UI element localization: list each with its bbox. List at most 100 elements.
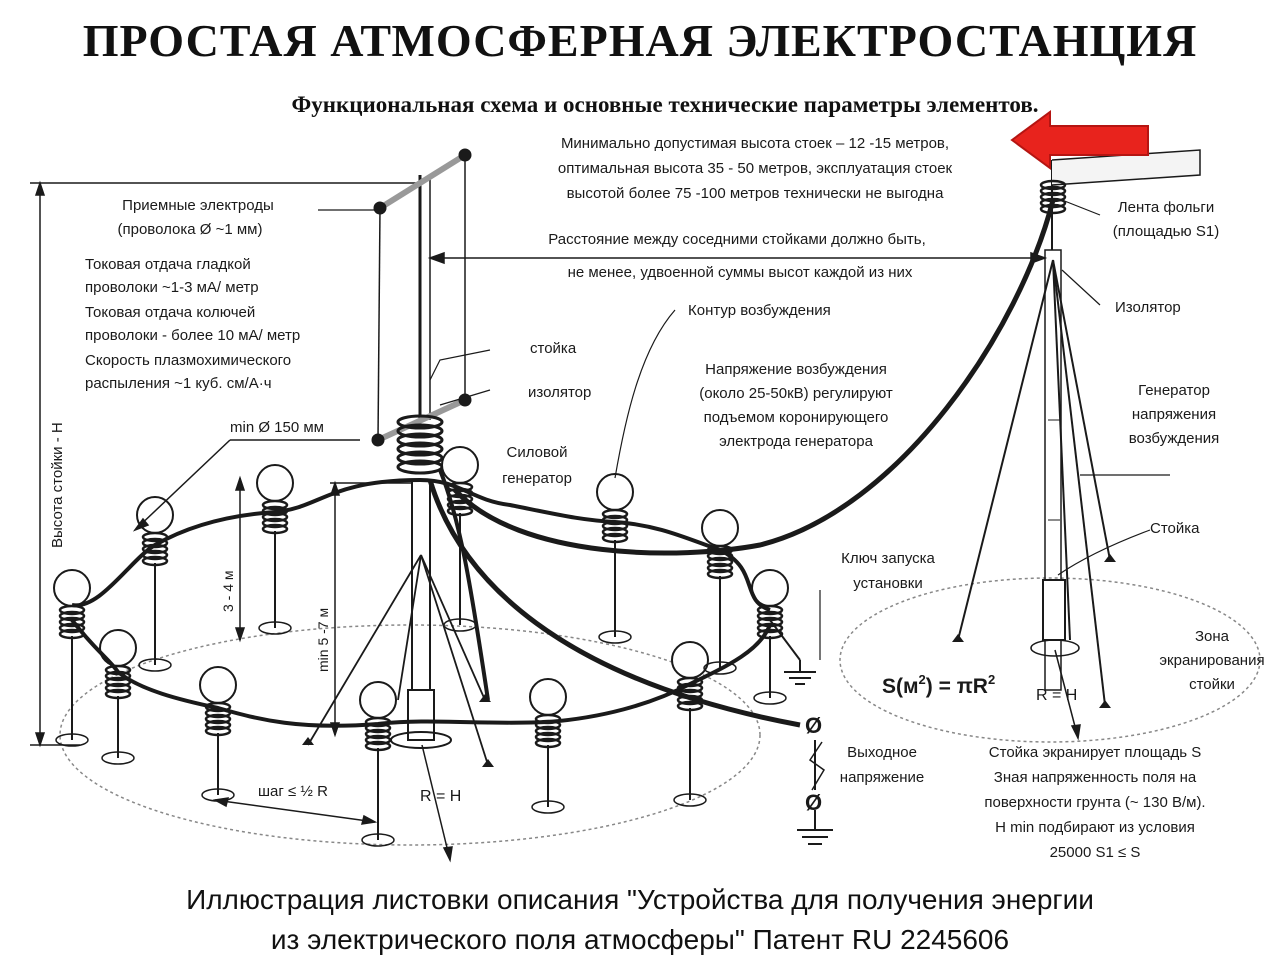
svg-text:Выходное: Выходное <box>847 744 917 761</box>
screening-note: Стойка экранирует площадь S Зная напряже… <box>984 744 1205 861</box>
radius-dimension <box>421 744 453 863</box>
svg-text:Стойка экранирует площадь S: Стойка экранирует площадь S <box>989 744 1201 761</box>
svg-text:Приемные электроды: Приемные электроды <box>122 197 274 214</box>
svg-text:Ключ запуска: Ключ запуска <box>841 550 935 567</box>
svg-text:Силовой: Силовой <box>507 444 568 461</box>
svg-text:стойки: стойки <box>1189 676 1235 693</box>
svg-text:(проволока Ø ~1 мм): (проволока Ø ~1 мм) <box>117 221 262 238</box>
excitation-voltage-label: Напряжение возбуждения (около 25-50кВ) р… <box>699 361 893 450</box>
red-arrow-icon <box>1010 110 1149 170</box>
post-right-label: Стойка <box>1150 520 1200 537</box>
electrode <box>671 641 709 807</box>
step-dimension <box>212 797 378 825</box>
area-formula: S(м2) = πR2 <box>882 672 995 698</box>
start-switch <box>769 619 816 685</box>
page-title: ПРОСТАЯ АТМОСФЕРНАЯ ЭЛЕКТРОСТАНЦИЯ <box>82 15 1198 66</box>
svg-text:установки: установки <box>853 575 922 592</box>
current-output-label: Токовая отдача гладкой проволоки ~1-3 мА… <box>85 256 300 392</box>
svg-text:не менее, удвоенной суммы высо: не менее, удвоенной суммы высот каждой и… <box>568 264 913 281</box>
ball-electrodes <box>53 446 789 847</box>
r-equals-h-right-label: R = H <box>1036 687 1077 704</box>
svg-text:Токовая отдача гладкой: Токовая отдача гладкой <box>85 256 251 273</box>
svg-text:Лента фольги: Лента фольги <box>1118 199 1214 216</box>
svg-text:проволоки ~1-3 мА/ метр: проволоки ~1-3 мА/ метр <box>85 279 259 296</box>
receiving-wire-lower <box>70 618 772 728</box>
svg-text:напряжение: напряжение <box>840 769 924 786</box>
screening-zone-ellipse <box>839 577 1261 743</box>
svg-text:оптимальная высота 35 - 50 мет: оптимальная высота 35 - 50 метров, экспл… <box>558 160 953 177</box>
screening-zone-label: Зона экранирования стойки <box>1159 628 1264 693</box>
svg-text:проволоки - более 10 мА/ метр: проволоки - более 10 мА/ метр <box>85 327 300 344</box>
post-height-dimension <box>30 180 420 748</box>
output-voltage-label: Выходное напряжение <box>840 744 924 786</box>
page-subtitle: Функциональная схема и основные техничес… <box>291 92 1039 117</box>
start-key-label: Ключ запуска установки <box>841 550 935 592</box>
dimension-3-4m <box>234 475 246 643</box>
r-equals-h-bottom-label: R = H <box>420 788 461 805</box>
dimension-min-5-7m <box>329 480 412 738</box>
right-post <box>1030 149 1201 691</box>
svg-text:H min подбирают из условия: H min подбирают из условия <box>995 819 1195 836</box>
svg-text:(площадью S1): (площадью S1) <box>1113 223 1219 240</box>
diagram: Ø Ø Минимально допустимая высота стоек –… <box>30 110 1265 863</box>
svg-text:экранирования: экранирования <box>1159 652 1264 669</box>
svg-text:Напряжение возбуждения: Напряжение возбуждения <box>705 361 887 378</box>
post-height-label: Высота стойки - H <box>49 422 66 548</box>
svg-text:генератор: генератор <box>502 470 572 487</box>
svg-text:Минимально допустимая высота с: Минимально допустимая высота стоек – 12 … <box>561 135 949 152</box>
step-label: шаг ≤ ½ R <box>258 783 328 800</box>
guy-wires-central <box>307 554 489 766</box>
foil-tape-label: Лента фольги (площадью S1) <box>1113 199 1219 240</box>
height-note: Минимально допустимая высота стоек – 12 … <box>558 135 953 202</box>
svg-text:25000 S1 ≤ S: 25000 S1 ≤ S <box>1050 844 1141 861</box>
radius-dimension-right <box>1054 649 1081 741</box>
svg-text:высотой более 75 -100 метров т: высотой более 75 -100 метров технически … <box>567 185 944 202</box>
distance-note: Расстояние между соседними стойками долж… <box>548 231 926 281</box>
svg-text:(около 25-50кВ) регулируют: (около 25-50кВ) регулируют <box>699 385 893 402</box>
svg-text:напряжения: напряжения <box>1132 406 1216 423</box>
insulator-right-label: Изолятор <box>1115 299 1181 316</box>
power-cable <box>427 479 801 728</box>
leader-lines <box>318 199 1170 660</box>
guy-wires-right <box>957 259 1111 706</box>
svg-text:электрода генератора: электрода генератора <box>719 433 873 450</box>
electrode <box>99 629 137 765</box>
svg-text:Зная напряженность поля на: Зная напряженность поля на <box>994 769 1197 786</box>
svg-text:поверхности грунта (~ 130 В/м): поверхности грунта (~ 130 В/м). <box>984 794 1205 811</box>
central-post <box>371 148 472 749</box>
electrode <box>596 473 634 644</box>
distance-arrow <box>427 251 1048 265</box>
svg-text:Генератор: Генератор <box>1138 382 1210 399</box>
post-label: стойка <box>530 340 577 357</box>
caption-line-1: Иллюстрация листовки описания "Устройств… <box>186 884 1094 915</box>
guy-anchors-right <box>952 554 1116 708</box>
svg-text:Токовая отдача колючей: Токовая отдача колючей <box>85 304 255 321</box>
svg-text:возбуждения: возбуждения <box>1129 430 1220 447</box>
electrode <box>701 509 739 675</box>
caption-line-2: из электрического поля атмосферы" Патент… <box>270 924 1010 955</box>
min-height-label: min 5 -7 м <box>315 608 331 672</box>
electrode <box>199 666 237 802</box>
insulator-label: изолятор <box>528 384 591 401</box>
electrode <box>53 569 91 747</box>
electrode <box>359 681 397 847</box>
diameter-pointer <box>132 439 360 532</box>
min-diameter-label: min Ø 150 мм <box>230 419 324 436</box>
svg-text:Скорость плазмохимического: Скорость плазмохимического <box>85 352 291 369</box>
excitation-cable <box>453 199 1056 556</box>
excitation-circuit-label: Контур возбуждения <box>688 302 831 319</box>
receiving-wire-upper <box>71 477 771 612</box>
electrode <box>529 678 567 814</box>
svg-text:Расстояние между соседними сто: Расстояние между соседними стойками долж… <box>548 231 926 248</box>
svg-text:подъемом коронирующего: подъемом коронирующего <box>704 409 889 426</box>
svg-text:Зона: Зона <box>1195 628 1230 645</box>
generator-cable <box>438 469 490 701</box>
output-terminal-bottom: Ø <box>805 790 822 815</box>
height-3-4-label: 3 - 4 м <box>220 570 236 612</box>
electrode <box>256 464 294 635</box>
receiving-electrodes-label: Приемные электроды (проволока Ø ~1 мм) <box>117 197 273 238</box>
excitation-generator-label: Генератор напряжения возбуждения <box>1129 382 1220 447</box>
svg-text:распыления ~1 куб. см/А·ч: распыления ~1 куб. см/А·ч <box>85 375 272 392</box>
output-terminals <box>797 740 833 845</box>
electrode <box>441 446 479 632</box>
